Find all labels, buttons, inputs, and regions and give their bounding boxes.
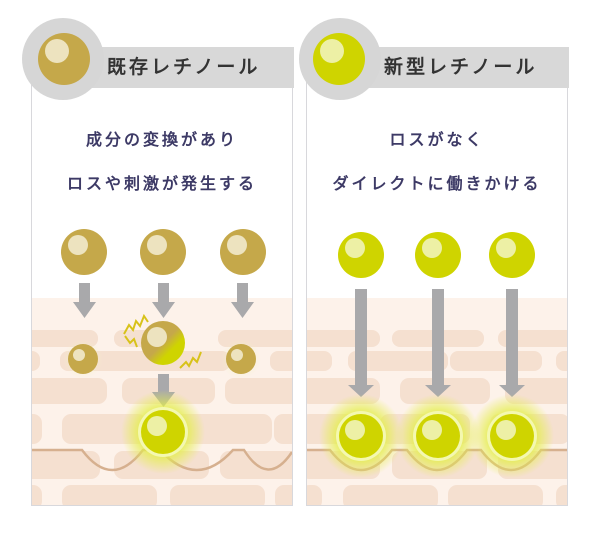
new-retinol-ball-icon — [313, 33, 365, 85]
lost-molecules-left — [63, 339, 261, 379]
title-existing-retinol: 既存レチノール — [107, 56, 261, 78]
active-molecule-left — [121, 390, 205, 474]
headline-line-2: ダイレクトに働きかける — [332, 174, 542, 193]
converting-molecule — [123, 313, 202, 369]
badge-existing — [22, 18, 104, 100]
headline-new: ロスがなく ダイレクトに働きかける — [306, 127, 568, 197]
headline-existing: 成分の変換があり ロスや刺激が発生する — [31, 127, 293, 197]
headline-line-1: 成分の変換があり — [85, 130, 238, 149]
title-new-retinol: 新型レチノール — [384, 56, 538, 78]
headline-line-2: ロスや刺激が発生する — [66, 174, 257, 193]
headline-line-1: ロスがなく — [389, 130, 485, 149]
arrows-right — [348, 289, 525, 397]
badge-new — [299, 18, 381, 100]
molecules-top-right — [338, 232, 535, 278]
active-molecules-right — [319, 394, 554, 478]
molecules-top-left — [61, 229, 266, 275]
retinol-ball-icon — [38, 33, 90, 85]
